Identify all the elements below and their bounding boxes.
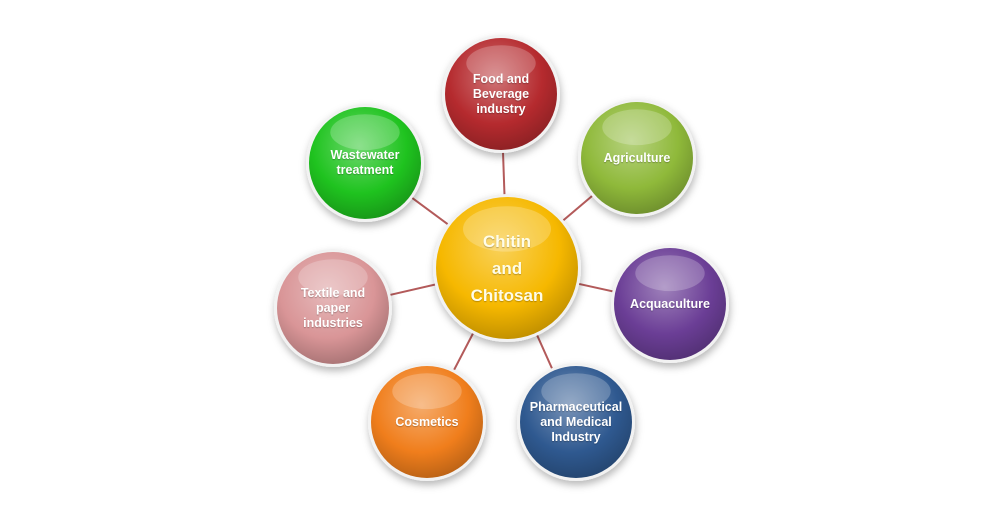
node-acquaculture	[611, 245, 729, 363]
node-cosmetics	[368, 363, 486, 481]
node-cosmetics-fill	[371, 366, 483, 478]
node-pharmaceutical-medical	[517, 363, 635, 481]
node-pharmaceutical-medical-gloss	[541, 373, 611, 410]
node-textile-paper-gloss	[298, 259, 368, 296]
node-agriculture	[578, 99, 696, 217]
node-acquaculture-gloss	[635, 255, 705, 292]
node-wastewater	[306, 104, 424, 222]
node-acquaculture-fill	[614, 248, 726, 360]
node-textile-paper	[274, 249, 392, 367]
node-agriculture-fill	[581, 102, 693, 214]
node-pharmaceutical-medical-fill	[520, 366, 632, 478]
center-node-gloss	[462, 206, 552, 252]
node-textile-paper-fill	[277, 252, 389, 364]
center-node	[433, 194, 581, 342]
circles	[274, 35, 729, 481]
node-food-and-beverage	[442, 35, 560, 153]
node-agriculture-gloss	[602, 109, 672, 146]
center-node-fill	[436, 197, 578, 339]
node-food-and-beverage-gloss	[466, 45, 536, 82]
node-wastewater-fill	[309, 107, 421, 219]
node-cosmetics-gloss	[392, 373, 462, 410]
node-wastewater-gloss	[330, 114, 400, 151]
node-food-and-beverage-fill	[445, 38, 557, 150]
